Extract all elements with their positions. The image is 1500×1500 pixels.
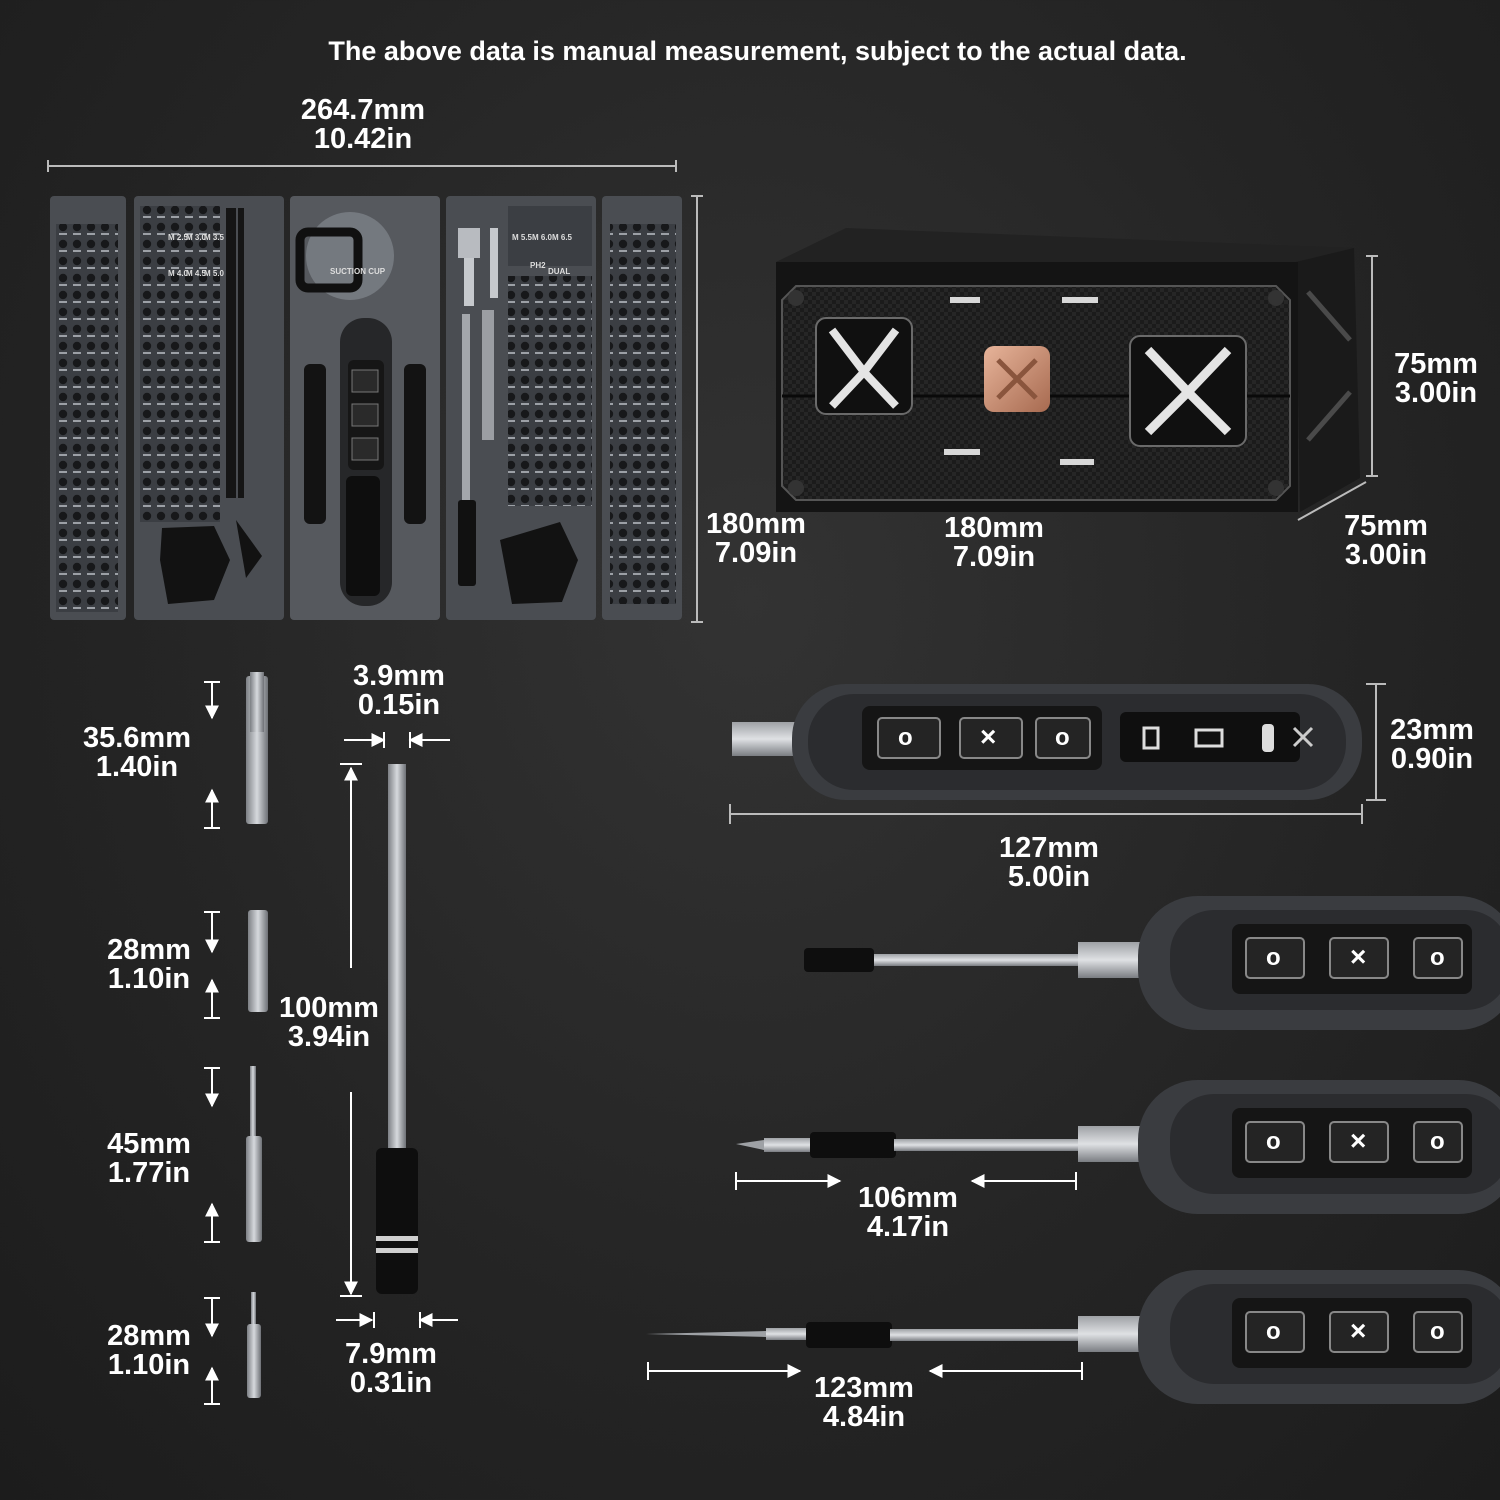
handle-top [729,683,1386,824]
extension-collar [376,1148,418,1294]
closed-depth-line [1297,481,1367,521]
x-icon: × [1350,1125,1367,1156]
socket-label: M 3.5 [204,233,225,242]
circle-icon: o [1430,1318,1445,1345]
bit-3 [250,1066,256,1136]
circle-icon: o [898,724,913,751]
handle-button-1 [877,717,941,759]
assembled-driver-1 [804,896,1500,1030]
assembled-driver-2 [735,1080,1500,1214]
measurement-note: The above data is manual measurement, su… [328,36,1187,66]
socket-label: M 4.0 [168,269,189,278]
circle-icon: o [1430,944,1445,971]
socket-label: DUAL [548,267,571,276]
socket-label: M 3.0 [186,233,207,242]
suction-cup-label: SUCTION CUP [330,267,386,276]
x-icon: × [1350,941,1367,972]
bits-column [204,672,268,1405]
bit-4 [251,1292,256,1324]
handle-display [1120,712,1300,762]
socket-label: PH2 [530,261,546,270]
socket-label: M 2.5 [168,233,189,242]
circle-icon: o [1266,1318,1281,1345]
bit-2 [248,910,268,1012]
assembled-driver-3 [646,1270,1500,1404]
extension-bar [336,732,458,1328]
socket-label: M 6.5 [552,233,573,242]
closed-case [776,228,1378,521]
circle-icon: o [1055,724,1070,751]
socket-label: M 4.5 [186,269,207,278]
x-icon: × [980,721,997,752]
circle-icon: o [1266,944,1281,971]
handle-tip [732,722,796,756]
open-case [47,160,703,623]
extension-shaft [388,764,406,1154]
socket-label: M 5.5 [512,233,533,242]
circle-icon: o [1266,1128,1281,1155]
circle-icon: o [1430,1128,1445,1155]
socket-label: M 5.0 [204,269,225,278]
handle-button-3 [1035,717,1091,759]
handle-button-2 [959,717,1023,759]
x-icon: × [1350,1315,1367,1346]
socket-label: M 6.0 [532,233,553,242]
